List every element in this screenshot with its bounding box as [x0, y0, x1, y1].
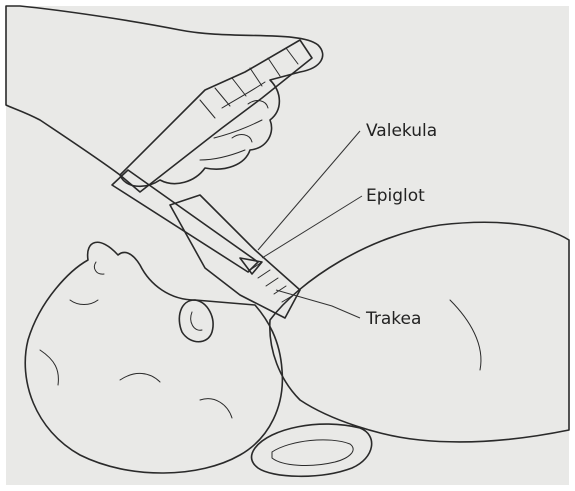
label-valekula: Valekula [366, 121, 437, 141]
label-epiglot: Epiglot [366, 186, 425, 206]
label-trakea: Trakea [365, 309, 421, 329]
